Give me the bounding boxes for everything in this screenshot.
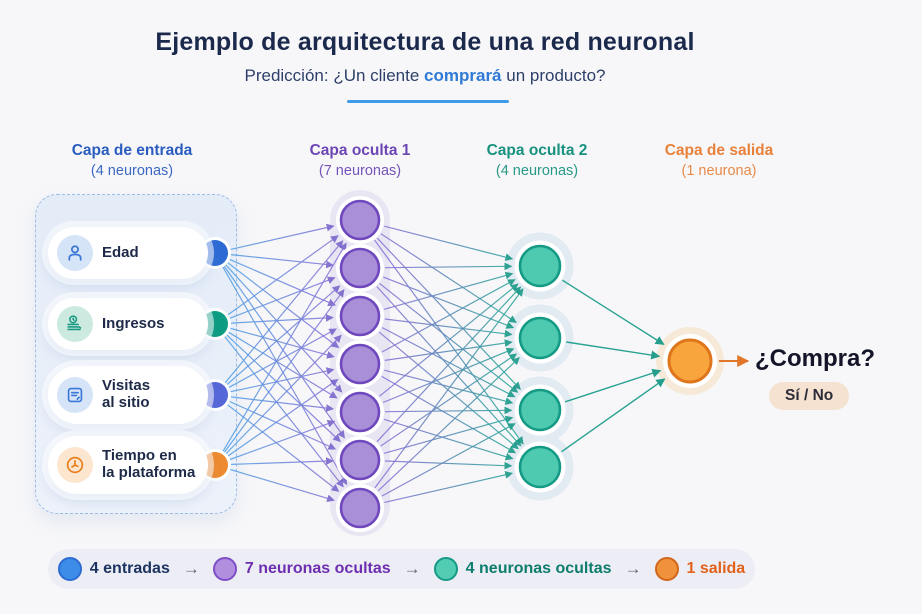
neuron-hidden1-7 bbox=[339, 487, 381, 529]
input-item-tiempo: Tiempo en la plataforma bbox=[48, 436, 208, 494]
legend-label: 7 neuronas ocultas bbox=[244, 560, 391, 577]
hidden1-dot-icon bbox=[212, 557, 237, 581]
input-dot-icon bbox=[57, 557, 82, 581]
neuron-hidden2-4 bbox=[518, 445, 562, 489]
input-node-4 bbox=[202, 452, 228, 478]
neuron-hidden1-1 bbox=[339, 199, 381, 241]
arrow-right-icon: → bbox=[624, 559, 642, 578]
legend-label: 4 entradas bbox=[89, 560, 170, 577]
clock-icon bbox=[57, 447, 93, 483]
coins-icon bbox=[57, 306, 93, 342]
subtitle-underline bbox=[347, 100, 509, 103]
edges-hidden1-hidden2 bbox=[374, 225, 524, 503]
layer-count: (1 neurona) bbox=[681, 162, 757, 179]
legend-item-entradas: 4 entradas bbox=[57, 557, 170, 581]
input-node-2 bbox=[202, 311, 228, 337]
edges-hidden2-output bbox=[561, 279, 666, 453]
neuron-hidden2-1 bbox=[518, 244, 562, 288]
neuron-output bbox=[667, 338, 713, 384]
legend-bar: 4 entradas → 7 neuronas ocultas → 4 neur… bbox=[48, 549, 755, 589]
layer-count: (7 neuronas) bbox=[318, 162, 402, 179]
document-icon bbox=[57, 377, 93, 413]
layer-header-output: Capa de salida (1 neurona) bbox=[619, 141, 819, 181]
layer-name: Capa de salida bbox=[664, 142, 774, 159]
arrow-right-icon: → bbox=[403, 559, 421, 578]
neuron-hidden1-2 bbox=[339, 247, 381, 289]
layer-name: Capa oculta 2 bbox=[486, 142, 588, 159]
layer-count: (4 neuronas) bbox=[495, 162, 579, 179]
input-label: Tiempo en la plataforma bbox=[102, 447, 196, 481]
layer-header-hidden2: Capa oculta 2 (4 neuronas) bbox=[437, 141, 637, 181]
page-title: Ejemplo de arquitectura de una red neuro… bbox=[155, 28, 695, 56]
input-label: Visitas al sitio bbox=[102, 377, 151, 411]
layer-header-input: Capa de entrada (4 neuronas) bbox=[32, 141, 232, 181]
legend-item-hidden1: 7 neuronas ocultas bbox=[212, 557, 391, 581]
subtitle-prefix: Predicción: ¿Un cliente bbox=[244, 66, 425, 85]
neuron-hidden2-3 bbox=[518, 388, 562, 432]
person-icon bbox=[57, 235, 93, 271]
neuron-hidden1-5 bbox=[339, 391, 381, 433]
subtitle-highlight: comprará bbox=[424, 66, 502, 85]
legend-label: 4 neuronas ocultas bbox=[465, 560, 612, 577]
layer-header-hidden1: Capa oculta 1 (7 neuronas) bbox=[260, 141, 460, 181]
layer-name: Capa oculta 1 bbox=[309, 142, 411, 159]
neuron-hidden2-2 bbox=[518, 316, 562, 360]
output-question-label: ¿Compra? bbox=[755, 345, 875, 372]
input-label: Ingresos bbox=[102, 314, 165, 332]
input-node-3 bbox=[202, 382, 228, 408]
input-label: Edad bbox=[102, 243, 139, 261]
neuron-hidden1-3 bbox=[339, 295, 381, 337]
neuron-hidden1-4 bbox=[339, 343, 381, 385]
output-answer-badge: Sí / No bbox=[769, 382, 850, 410]
subtitle: Predicción: ¿Un cliente comprará un prod… bbox=[0, 66, 850, 86]
hidden2-dot-icon bbox=[433, 557, 458, 581]
legend-label: 1 salida bbox=[686, 560, 746, 577]
arrow-right-icon: → bbox=[182, 559, 200, 578]
input-node-1 bbox=[202, 240, 228, 266]
legend-item-hidden2: 4 neuronas ocultas bbox=[433, 557, 612, 581]
layer-count: (4 neuronas) bbox=[90, 162, 174, 179]
edges-input-hidden1 bbox=[222, 223, 348, 503]
input-item-ingresos: Ingresos bbox=[48, 298, 208, 350]
subtitle-suffix: un producto? bbox=[501, 66, 606, 85]
input-item-edad: Edad bbox=[48, 227, 208, 279]
neuron-hidden1-6 bbox=[339, 439, 381, 481]
legend-item-salida: 1 salida bbox=[654, 557, 746, 581]
input-item-visitas: Visitas al sitio bbox=[48, 366, 208, 424]
layer-name: Capa de entrada bbox=[71, 142, 193, 159]
output-dot-icon bbox=[654, 557, 679, 581]
